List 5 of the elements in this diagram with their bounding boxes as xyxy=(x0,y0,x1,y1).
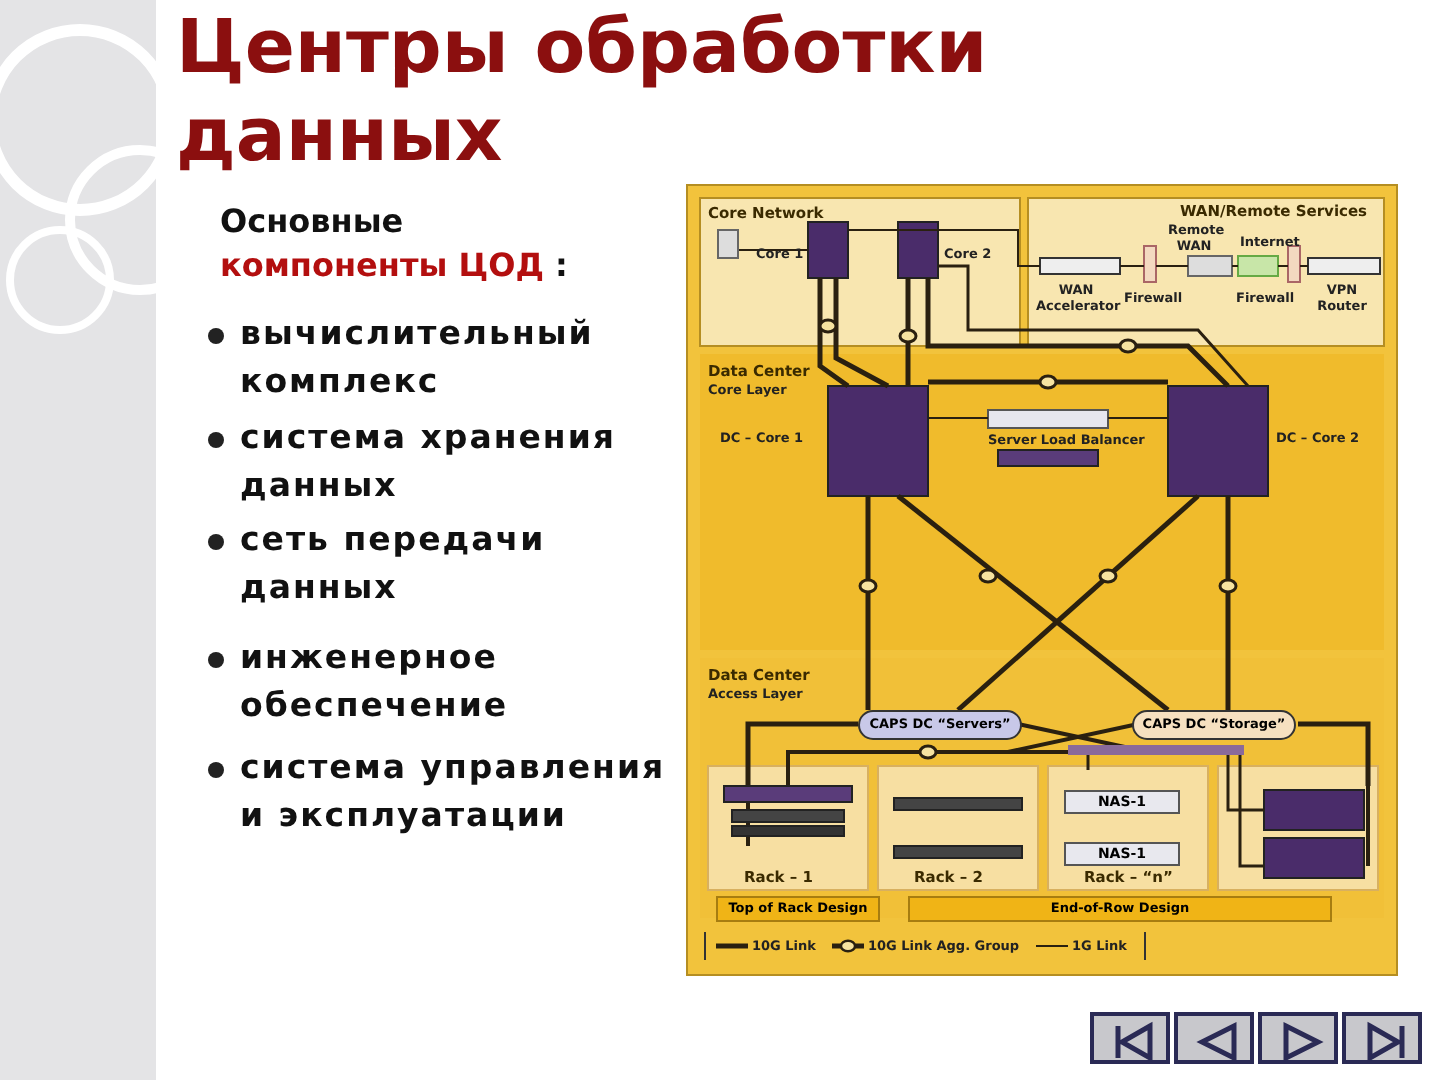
bullet-text: инженерное обеспечение xyxy=(240,636,511,728)
bullet-text: сеть передачи данных xyxy=(240,518,548,610)
bullet-text: система управления и эксплуатации xyxy=(240,746,668,838)
intro-text: Основные компоненты ЦОД : xyxy=(220,200,570,288)
slide-title: Центры обработки данных xyxy=(176,4,990,180)
